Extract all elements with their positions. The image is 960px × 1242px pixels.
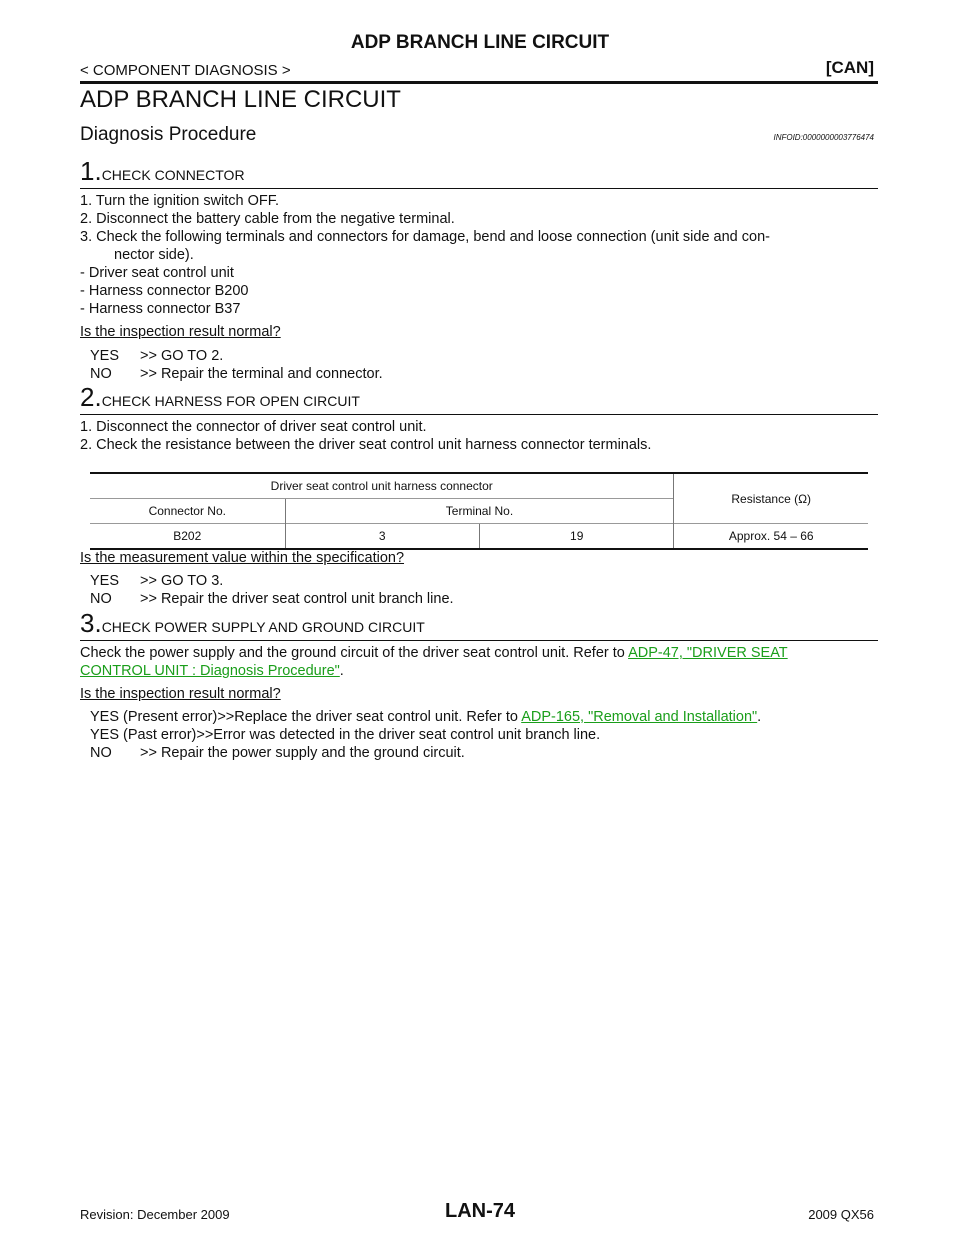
step-1-line: - Harness connector B37	[80, 301, 241, 317]
no-key: NO	[90, 591, 112, 607]
table-cell-terminal-b: 19	[478, 523, 674, 549]
resistance-table: Driver seat control unit harness connect…	[90, 472, 868, 550]
no-text: >> Repair the power supply and the groun…	[140, 745, 465, 761]
step-1-line: nector side).	[114, 247, 194, 263]
step-2-yes: YES >> GO TO 3.	[90, 573, 223, 589]
step-3-yes-present: YES (Present error)>>Replace the driver …	[90, 709, 761, 725]
yes-present-text: YES (Present error)>>Replace the driver …	[90, 709, 522, 725]
step-3-text: Check the power supply and the ground ci…	[80, 645, 629, 661]
link-driver-seat-diagnosis[interactable]: ADP-47, "DRIVER SEAT	[628, 645, 788, 661]
yes-text: >> GO TO 3.	[140, 573, 224, 589]
page-header-title: ADP BRANCH LINE CIRCUIT	[350, 32, 610, 53]
step-1-question: Is the inspection result normal?	[80, 324, 281, 340]
step-2-divider	[80, 414, 878, 415]
subsection-title: Diagnosis Procedure	[80, 124, 257, 145]
breadcrumb: < COMPONENT DIAGNOSIS >	[80, 62, 291, 79]
no-key: NO	[90, 745, 112, 761]
table-terminal-header: Terminal No.	[284, 498, 674, 524]
step-2-title: CHECK HARNESS FOR OPEN CIRCUIT	[101, 393, 360, 409]
step-2-line: 2. Check the resistance between the driv…	[80, 437, 652, 453]
step-1-yes: YES >> GO TO 2.	[90, 348, 223, 364]
section-tag: [CAN]	[825, 58, 874, 77]
step-2-question: Is the measurement value within the spec…	[80, 550, 405, 566]
step-3-yes-past: YES (Past error)>>Error was detected in …	[90, 727, 601, 743]
step-2-heading: 2.CHECK HARNESS FOR OPEN CIRCUIT	[80, 382, 360, 413]
header-divider	[80, 81, 878, 84]
table-cell-connector: B202	[90, 523, 286, 549]
link-driver-seat-diagnosis-cont[interactable]: CONTROL UNIT : Diagnosis Procedure"	[80, 663, 340, 679]
step-2-number: 2.	[80, 382, 102, 412]
step-2-no: NO >> Repair the driver seat control unit…	[90, 591, 454, 607]
step-1-no: NO >> Repair the terminal and connector.	[90, 366, 383, 382]
table-cell-resistance: Approx. 54 – 66	[673, 523, 868, 549]
step-1-number: 1.	[80, 156, 102, 186]
no-text: >> Repair the terminal and connector.	[140, 366, 383, 382]
table-cell-terminal-a: 3	[284, 523, 480, 549]
footer-model: 2009 QX56	[808, 1207, 874, 1222]
step-3-question: Is the inspection result normal?	[80, 686, 281, 702]
step-3-line: CONTROL UNIT : Diagnosis Procedure".	[80, 663, 344, 679]
step-3-heading: 3.CHECK POWER SUPPLY AND GROUND CIRCUIT	[80, 608, 425, 639]
table-row: B202 3 19 Approx. 54 – 66	[90, 523, 868, 549]
yes-present-end: .	[757, 709, 762, 725]
step-2-line: 1. Disconnect the connector of driver se…	[80, 419, 427, 435]
link-removal-installation[interactable]: ADP-165, "Removal and Installation"	[521, 709, 758, 725]
yes-key: YES	[90, 348, 120, 364]
step-3-title: CHECK POWER SUPPLY AND GROUND CIRCUIT	[101, 619, 425, 635]
step-1-line: 3. Check the following terminals and con…	[80, 229, 770, 245]
step-1-line: - Driver seat control unit	[80, 265, 234, 281]
table-resistance-header: Resistance (Ω)	[673, 473, 868, 524]
step-3-divider	[80, 640, 878, 641]
yes-text: >> GO TO 2.	[140, 348, 224, 364]
step-1-line: 1. Turn the ignition switch OFF.	[80, 193, 280, 209]
footer-revision: Revision: December 2009	[80, 1207, 230, 1222]
section-title: ADP BRANCH LINE CIRCUIT	[80, 86, 401, 113]
step-1-title: CHECK CONNECTOR	[101, 167, 245, 183]
no-text: >> Repair the driver seat control unit b…	[140, 591, 454, 607]
step-3-line: Check the power supply and the ground ci…	[80, 645, 788, 661]
step-3-number: 3.	[80, 608, 102, 638]
step-3-no: NO >> Repair the power supply and the gro…	[90, 745, 465, 761]
table-connector-header: Connector No.	[90, 498, 286, 524]
step-1-heading: 1.CHECK CONNECTOR	[80, 156, 245, 187]
table-group-header: Driver seat control unit harness connect…	[270, 479, 493, 493]
info-id: INFOID:0000000003776474	[773, 133, 874, 142]
step-1-line: 2. Disconnect the battery cable from the…	[80, 211, 455, 227]
footer-page-number: LAN-74	[444, 1200, 515, 1222]
no-key: NO	[90, 366, 112, 382]
step-3-period: .	[339, 663, 344, 679]
step-1-divider	[80, 188, 878, 189]
step-1-line: - Harness connector B200	[80, 283, 249, 299]
yes-key: YES	[90, 573, 120, 589]
